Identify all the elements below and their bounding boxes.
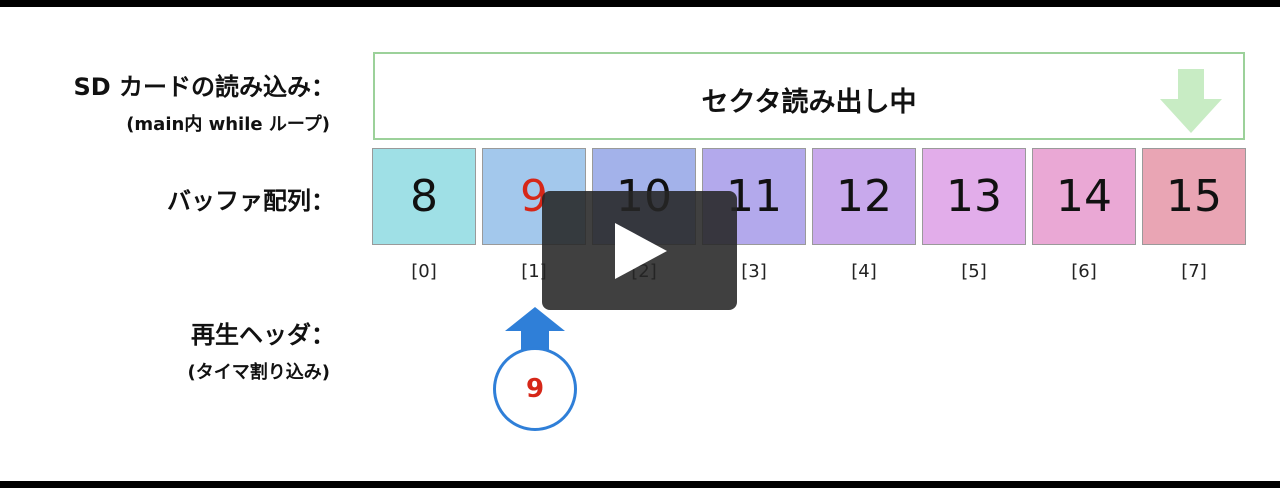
- buffer-cell: 8: [372, 148, 476, 245]
- buffer-cell-value: 13: [946, 171, 1002, 222]
- buffer-cell: 13: [922, 148, 1026, 245]
- play-header-marker: 9: [493, 347, 577, 431]
- buffer-index-label: [4]: [851, 261, 877, 282]
- sector-status-text: セクタ読み出し中: [701, 87, 917, 118]
- down-arrow-icon: [1160, 69, 1222, 133]
- buffer-index-label: [6]: [1071, 261, 1097, 282]
- buffer-cell: 14: [1032, 148, 1136, 245]
- sd-read-label: SD カードの読み込み：: [73, 73, 335, 101]
- buffer-index-label: [5]: [961, 261, 987, 282]
- buffer-cell-value: 15: [1166, 171, 1222, 222]
- video-play-button[interactable]: [542, 191, 737, 310]
- play-header-value: 9: [525, 374, 545, 404]
- buffer-cell: 15: [1142, 148, 1246, 245]
- buffer-cell-value: 12: [836, 171, 892, 222]
- play-icon: [614, 222, 667, 279]
- buffer-label: バッファ配列：: [167, 187, 335, 215]
- buffer-index-label: [0]: [411, 261, 437, 282]
- play-header-label: 再生ヘッダ：: [191, 321, 335, 349]
- buffer-cell: 12: [812, 148, 916, 245]
- sector-read-box: セクタ読み出し中: [373, 52, 1245, 140]
- buffer-index-label: [7]: [1181, 261, 1207, 282]
- up-arrow-icon: [505, 307, 565, 351]
- play-header-sublabel: (タイマ割り込み): [187, 362, 330, 383]
- buffer-index-label: [3]: [741, 261, 767, 282]
- diagram-stage: SD カードの読み込み： (main内 while ループ) バッファ配列： 再…: [0, 7, 1280, 481]
- buffer-cell-value: 14: [1056, 171, 1112, 222]
- sd-read-sublabel: (main内 while ループ): [126, 114, 330, 135]
- buffer-cell-value: 8: [410, 171, 438, 222]
- buffer-index-label: [1]: [521, 261, 547, 282]
